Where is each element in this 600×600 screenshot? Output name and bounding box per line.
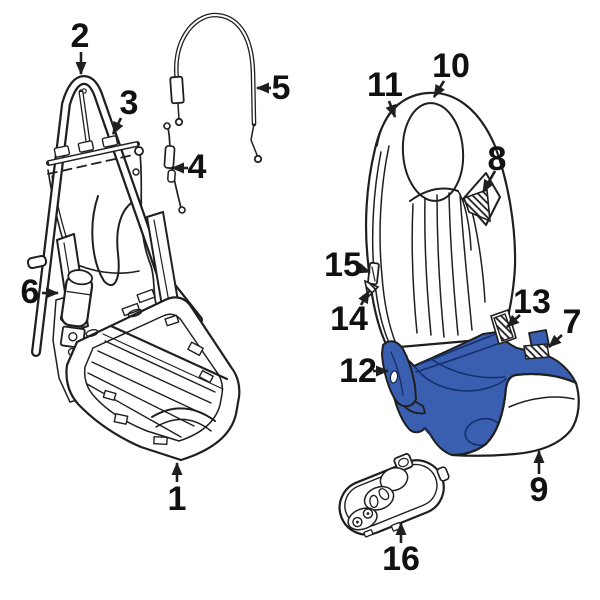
seat-motor — [59, 269, 94, 349]
callout-number: 14 — [330, 300, 368, 338]
lumbar-wire — [91, 195, 135, 287]
callout-2: 2 — [71, 17, 90, 75]
callout-16: 16 — [382, 522, 420, 578]
base-hardware — [85, 288, 214, 446]
callout-14: 14 — [330, 290, 371, 338]
callout-7: 7 — [548, 303, 582, 348]
switch-knob — [393, 453, 414, 473]
seat-frame-assembly — [26, 75, 241, 462]
callout-10: 10 — [432, 47, 470, 98]
callout-number: 12 — [339, 352, 377, 390]
callout-9: 9 — [530, 450, 549, 509]
callout-arrow — [111, 117, 124, 135]
callout-arrow — [432, 80, 446, 98]
seat-assembly — [363, 91, 580, 457]
callout-5: 5 — [256, 69, 291, 107]
trim-patch — [523, 329, 550, 360]
callout-6: 6 — [21, 273, 59, 311]
cushion-side-shield — [381, 340, 426, 415]
callout-number: 13 — [513, 283, 551, 321]
callout-number: 8 — [488, 140, 507, 178]
callout-arrow — [385, 100, 397, 118]
seat-base-frame — [65, 288, 241, 462]
frame-crossbar — [46, 135, 140, 175]
backrest-frame-tube — [31, 75, 203, 357]
callout-arrow — [356, 262, 371, 274]
callout-number: 11 — [367, 66, 403, 104]
callout-arrow — [506, 314, 521, 328]
callout-number: 10 — [432, 47, 470, 85]
callout-8: 8 — [481, 140, 507, 193]
frame-side-tab — [26, 254, 48, 270]
callout-number: 1 — [168, 480, 187, 518]
callout-number: 7 — [563, 303, 582, 341]
callout-number: 16 — [382, 540, 420, 578]
callout-number: 4 — [188, 148, 207, 186]
base-front-bracket — [151, 407, 216, 432]
callout-number: 6 — [21, 273, 40, 311]
callout-number: 3 — [120, 84, 139, 122]
switch-rocker — [363, 485, 395, 511]
seat-switch — [338, 453, 450, 538]
callout-number: 15 — [324, 246, 362, 284]
base-slats — [86, 324, 229, 438]
callout-number: 2 — [71, 17, 90, 55]
side-bracket — [363, 261, 380, 299]
recline-cable — [169, 12, 263, 164]
callout-3: 3 — [111, 84, 139, 135]
callout-11: 11 — [367, 66, 403, 118]
callout-4: 4 — [171, 148, 207, 186]
seat-back-cover — [364, 91, 517, 350]
callout-arrow — [548, 334, 563, 348]
seat-cushion-bun — [450, 372, 580, 457]
callout-number: 5 — [272, 69, 291, 107]
headrest-strut — [78, 89, 91, 145]
callout-1: 1 — [168, 462, 187, 518]
callout-13: 13 — [506, 283, 551, 328]
callout-arrow — [358, 290, 371, 306]
callout-arrow — [481, 170, 497, 193]
callout-number: 9 — [530, 471, 549, 509]
callout-15: 15 — [324, 246, 371, 284]
adjuster-cable — [163, 122, 186, 214]
callout-12: 12 — [339, 352, 389, 390]
